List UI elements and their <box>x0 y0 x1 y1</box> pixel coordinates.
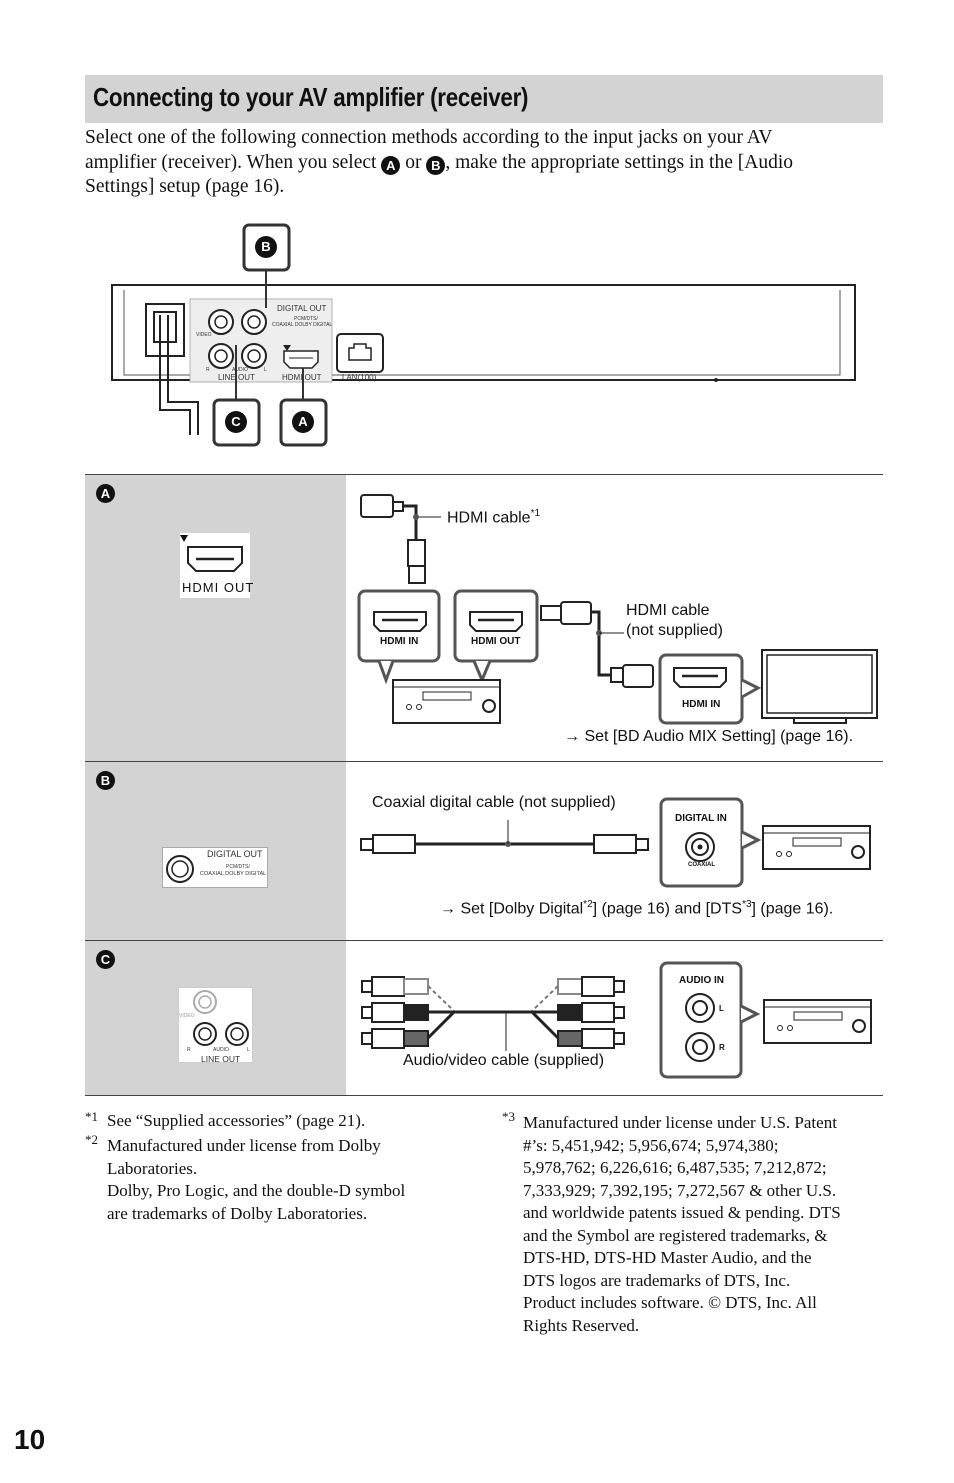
footnote-3-mark: *3 <box>502 1109 515 1124</box>
jack-b-coax-dolby: COAXIAL DOLBY DIGITAL <box>200 871 267 877</box>
footnote-2-line: Dolby, Pro Logic, and the double-D symbo… <box>107 1181 406 1200</box>
hdmi-out-jack-icon <box>180 533 250 598</box>
marker-b-inline: B <box>426 155 446 175</box>
line-out-jack-icon <box>178 987 253 1063</box>
jack-c-r: R <box>187 1047 191 1053</box>
panel-r: R <box>206 367 210 373</box>
hdmi-cable-text: HDMI cable <box>447 509 531 527</box>
row-b-instr-2: ] (page 16) and [DTS <box>592 900 743 918</box>
panel-l: L <box>264 367 267 373</box>
hdmi-cable-ns-line1: HDMI cable <box>626 602 710 619</box>
intro-line-3: Settings] setup (page 16). <box>85 176 285 197</box>
footnote-2-line: Laboratories. <box>107 1158 198 1178</box>
jack-c-video: VIDEO <box>179 1013 195 1019</box>
panel-pcm: PCM/DTS/ <box>294 316 318 322</box>
row-a-instruction: → Set [BD Audio MIX Setting] (page 16). <box>564 728 854 745</box>
hdmi-cable-ns-line2: (not supplied) <box>626 622 723 639</box>
row-b-instr-3: ] (page 16). <box>751 900 834 918</box>
callout-c-letter: C <box>231 414 241 429</box>
title-banner <box>85 75 883 123</box>
page-title: Connecting to your AV amplifier (receive… <box>93 82 529 112</box>
footnote-3-line: DTS logos are trademarks of DTS, Inc. <box>523 1270 791 1290</box>
panel-video: VIDEO <box>196 332 212 338</box>
footnote-3-line: 5,978,762; 6,226,616; 6,487,535; 7,212,8… <box>523 1158 827 1177</box>
footnote-2-line: Manufactured under license from Dolby <box>107 1136 381 1155</box>
intro-line-2b: , make the appropriate settings in the [… <box>445 151 793 173</box>
panel-coax-dolby: COAXIAL DOLBY DIGITAL <box>272 322 333 328</box>
marker-a-inline: A <box>381 155 401 175</box>
audio-in-label: AUDIO IN <box>679 975 724 986</box>
amp-hdmi-out-label: HDMI OUT <box>471 636 521 647</box>
amp-hdmi-in-label: HDMI IN <box>380 636 419 647</box>
digital-out-jack-icon <box>162 847 268 888</box>
panel-line-out: LINE OUT <box>218 373 255 382</box>
audio-in-r-label: R <box>719 1043 725 1052</box>
footnote-3-text: Manufactured under license under U.S. Pa… <box>523 1112 883 1337</box>
row-marker-c: C <box>96 950 115 969</box>
footnote-1-text: See “Supplied accessories” (page 21). <box>107 1111 366 1130</box>
panel-lan: LAN(100) <box>342 373 377 382</box>
footnote-3-line: DTS-HD, DTS-HD Master Audio, and the <box>523 1248 812 1267</box>
footnote-2-line: are trademarks of Dolby Laboratories. <box>107 1203 368 1223</box>
footnote-2-text: Manufactured under license from Dolby La… <box>107 1135 405 1225</box>
jack-c-l: L <box>247 1047 250 1053</box>
player-rear-panel <box>111 223 856 447</box>
footnote-1-mark: *1 <box>85 1109 98 1124</box>
footnote-3-line: and worldwide patents issued & pending. … <box>523 1203 841 1222</box>
panel-hdmi-out: HDMI OUT <box>282 373 322 382</box>
footnote-3-line: Manufactured under license under U.S. Pa… <box>523 1113 837 1132</box>
row-marker-b: B <box>96 771 115 790</box>
footnote-3-line: 7,333,929; 7,392,195; 7,272,567 & other … <box>523 1180 837 1200</box>
row-b-sup-1: *2 <box>583 899 593 910</box>
footnote-3-line: Product includes software. © DTS, Inc. A… <box>523 1293 817 1312</box>
jack-c-line-out: LINE OUT <box>201 1054 241 1064</box>
jack-c-audio: AUDIO <box>213 1047 229 1053</box>
callout-b-letter: B <box>261 239 271 254</box>
coaxial-label: COAXIAL <box>688 862 715 868</box>
footnote-3-line: Rights Reserved. <box>523 1315 640 1335</box>
row-b-instr-1: → Set [Dolby Digital <box>440 900 584 918</box>
hdmi-connection-diagram <box>357 494 878 725</box>
table-bottom-rule <box>85 1095 883 1096</box>
intro-line-2a: amplifier (receiver). When you select <box>85 151 377 173</box>
audio-in-l-label: L <box>719 1004 724 1013</box>
footnote-3-line: and the Symbol are registered trademarks… <box>523 1225 828 1245</box>
hdmi-cable-label: HDMI cable*1 <box>447 508 540 527</box>
footnote-2-mark: *2 <box>85 1132 98 1147</box>
panel-digital-out: DIGITAL OUT <box>277 304 327 313</box>
intro-line-1: Select one of the following connection m… <box>85 127 773 148</box>
intro-or: or <box>405 151 422 173</box>
row-b-instruction: → Set [Dolby Digital*2] (page 16) and [D… <box>440 899 833 918</box>
page-number: 10 <box>14 1424 46 1455</box>
av-cable-connection-diagram <box>361 961 872 1079</box>
row-divider-bc <box>85 940 883 941</box>
hdmi-out-jack-label: HDMI OUT <box>182 580 255 595</box>
coaxial-connection-diagram <box>360 797 871 888</box>
row-b-sup-2: *3 <box>742 899 752 910</box>
footnote-3-line: #’s: 5,451,942; 5,956,674; 5,974,380; <box>523 1135 779 1155</box>
hdmi-cable-not-supplied-label: HDMI cable (not supplied) <box>626 601 723 641</box>
tv-hdmi-in-label: HDMI IN <box>682 699 721 710</box>
row-divider-ab <box>85 761 883 762</box>
table-top-rule <box>85 474 883 475</box>
callout-a-letter: A <box>298 414 308 429</box>
row-marker-a: A <box>96 484 115 503</box>
panel-audio: AUDIO <box>232 367 248 373</box>
jack-b-digital-out: DIGITAL OUT <box>207 849 263 859</box>
av-cable-label: Audio/video cable (supplied) <box>403 1052 605 1069</box>
intro-paragraph: Select one of the following connection m… <box>85 126 885 200</box>
coaxial-cable-label: Coaxial digital cable (not supplied) <box>372 794 616 811</box>
jack-b-pcm: PCM/DTS/ <box>226 864 250 870</box>
digital-in-label: DIGITAL IN <box>675 813 727 824</box>
hdmi-cable-note: *1 <box>530 508 541 519</box>
